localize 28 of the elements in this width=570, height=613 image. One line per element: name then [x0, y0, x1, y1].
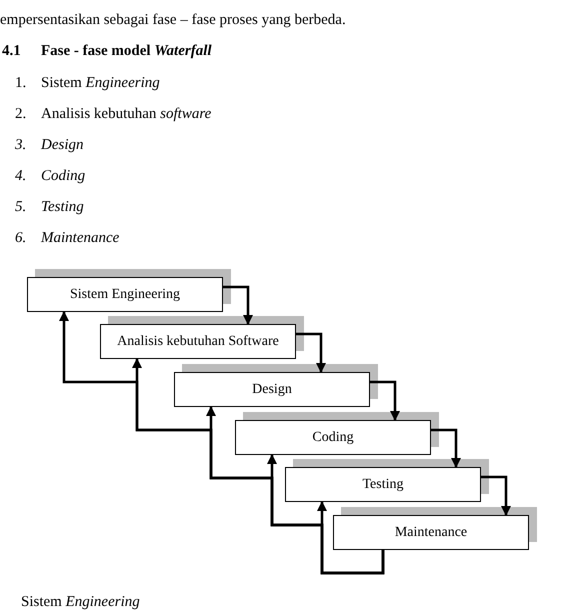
list-item: Testing — [41, 198, 84, 216]
list-number: 3. — [15, 136, 26, 154]
phase-label: Sistem Engineering — [70, 286, 180, 302]
list-number: 6. — [15, 229, 26, 247]
arrow — [296, 332, 326, 373]
section-heading: Fase - fase model Waterfall — [41, 42, 212, 60]
phase-label: Design — [252, 382, 292, 398]
feedback-arrow — [59, 311, 384, 574]
arrow — [370, 380, 400, 421]
list-item: Analisis kebutuhan software — [41, 105, 212, 123]
list-number: 1. — [15, 74, 26, 92]
section-heading: Sistem Engineering — [21, 593, 140, 611]
list-number: 4. — [15, 167, 26, 185]
phase-label: Testing — [362, 476, 404, 492]
paragraph-text: empersentasikan sebagai fase – fase proses yang berbeda. — [0, 11, 346, 29]
arrow — [431, 428, 461, 468]
arrow — [223, 286, 253, 325]
list-item: Maintenance — [41, 229, 120, 247]
list-item: Coding — [41, 167, 86, 185]
list-number: 5. — [15, 198, 26, 216]
list-number: 2. — [15, 105, 26, 123]
list-item: Sistem Engineering — [41, 74, 160, 92]
phase-label: Maintenance — [394, 524, 468, 540]
list-item: Design — [41, 136, 84, 154]
section-number: 4.1 — [2, 42, 21, 60]
arrow — [481, 476, 511, 516]
phase-label: Analisis kebutuhan Software — [117, 334, 279, 350]
phase-label: Coding — [312, 430, 354, 446]
